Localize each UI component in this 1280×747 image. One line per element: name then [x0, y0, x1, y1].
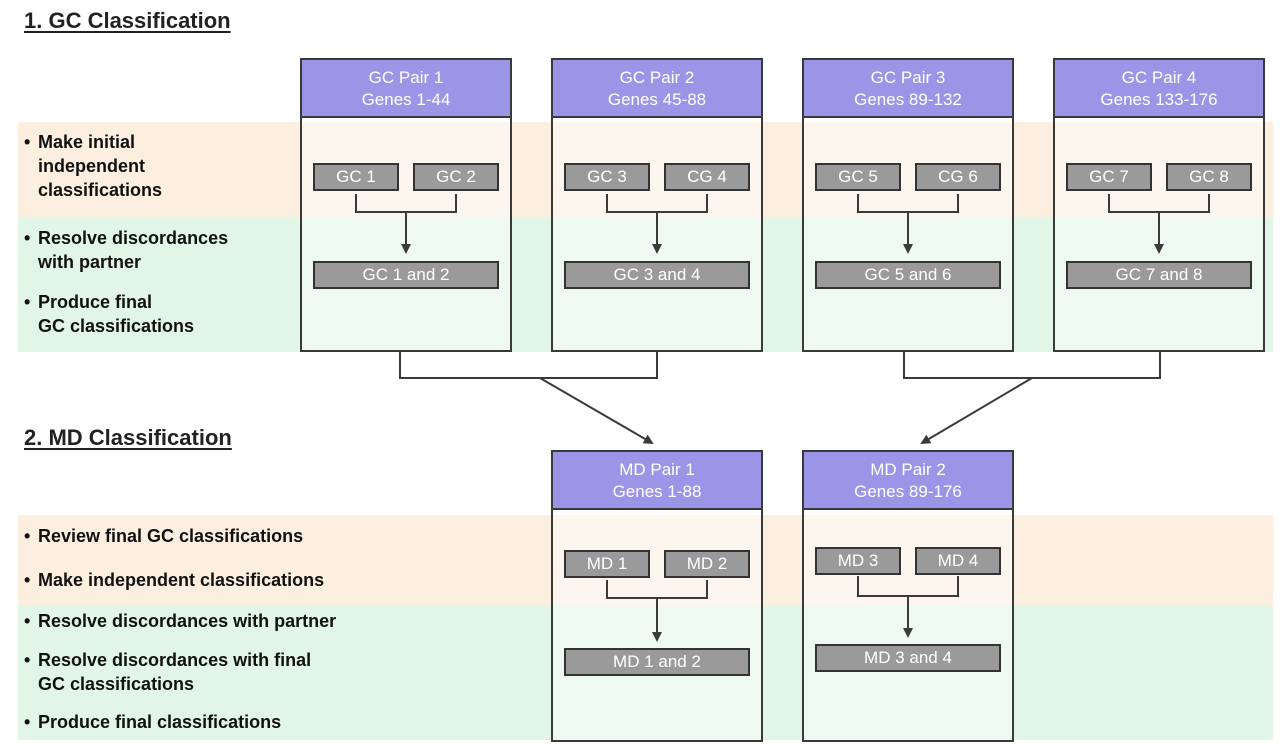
step-line: Resolve discordances [38, 228, 229, 248]
gc-merged-box: GC 1 and 2 [313, 261, 499, 289]
step-line: Produce final classifications [38, 712, 282, 732]
pair-header: GC Pair 1 Genes 1-44 [302, 60, 510, 118]
pair-genes: Genes 1-44 [361, 90, 451, 109]
gc-pair-4-connector [1108, 194, 1210, 252]
stage2-step-resolve-gc: •Resolve discordances with final GC clas… [24, 650, 312, 694]
md-pair-2-connector [857, 576, 959, 636]
to-md-pair-1-arrow [539, 377, 654, 445]
md-member-box: MD 4 [915, 547, 1001, 575]
md-pair-1: MD Pair 1 Genes 1-88 [551, 450, 763, 742]
gc-member-box: GC 5 [815, 163, 901, 191]
step-line: independent [38, 156, 145, 176]
gc-3-4-merge-connector [903, 352, 1161, 379]
pair-header: MD Pair 2 Genes 89-176 [804, 452, 1012, 510]
gc-pair-1-connector [355, 194, 457, 252]
gc-member-box: GC 7 [1066, 163, 1152, 191]
pair-header: GC Pair 3 Genes 89-132 [804, 60, 1012, 118]
stage2-step-review: •Review final GC classifications [24, 526, 304, 546]
gc-pair-2: GC Pair 2 Genes 45-88 [551, 58, 763, 352]
step-line: with partner [38, 252, 142, 272]
step-line: Resolve discordances with partner [38, 611, 337, 631]
pair-title: GC Pair 2 [619, 68, 695, 87]
pair-header: MD Pair 1 Genes 1-88 [553, 452, 761, 510]
md-pair-2: MD Pair 2 Genes 89-176 [802, 450, 1014, 742]
md-member-box: MD 2 [664, 550, 750, 578]
stage1-step-resolve: •Resolve discordances with partner [24, 228, 229, 272]
pair-genes: Genes 89-176 [854, 482, 962, 501]
pair-genes: Genes 1-88 [612, 482, 702, 501]
gc-member-box: GC 2 [413, 163, 499, 191]
stage1-step-initial: •Make initial independent classification… [24, 132, 163, 200]
gc-member-box: GC 3 [564, 163, 650, 191]
md-pair-1-connector [606, 580, 708, 640]
gc-merged-box: GC 3 and 4 [564, 261, 750, 289]
pair-title: GC Pair 3 [870, 68, 946, 87]
step-line: Produce final [38, 292, 153, 312]
pair-title: GC Pair 4 [1121, 68, 1197, 87]
gc-pair-1: GC Pair 1 Genes 1-44 [300, 58, 512, 352]
pair-genes: Genes 89-132 [854, 90, 962, 109]
gc-pair-3: GC Pair 3 Genes 89-132 [802, 58, 1014, 352]
gc-member-box: CG 4 [664, 163, 750, 191]
stage1-title: 1. GC Classification [24, 8, 231, 33]
stage2-title: 2. MD Classification [24, 425, 232, 450]
gc-merged-box: GC 7 and 8 [1066, 261, 1252, 289]
step-line: Resolve discordances with final [38, 650, 312, 670]
step-line: GC classifications [38, 316, 195, 336]
stage1-step-final: •Produce final GC classifications [24, 292, 195, 336]
pair-title: GC Pair 1 [368, 68, 444, 87]
pair-title: MD Pair 1 [619, 460, 695, 479]
pair-genes: Genes 133-176 [1100, 90, 1218, 109]
gc-member-box: GC 1 [313, 163, 399, 191]
step-line: GC classifications [38, 674, 195, 694]
pair-genes: Genes 45-88 [607, 90, 707, 109]
step-line: Make independent classifications [38, 570, 325, 590]
pair-header: GC Pair 4 Genes 133-176 [1055, 60, 1263, 118]
step-line: Review final GC classifications [38, 526, 304, 546]
stage2-step-resolve-partner: •Resolve discordances with partner [24, 611, 337, 631]
md-merged-box: MD 3 and 4 [815, 644, 1001, 672]
md-merged-box: MD 1 and 2 [564, 648, 750, 676]
gc-pair-3-connector [857, 194, 959, 252]
md-member-box: MD 3 [815, 547, 901, 575]
stage2-step-independent: •Make independent classifications [24, 570, 325, 590]
step-line: classifications [38, 180, 163, 200]
pair-header: GC Pair 2 Genes 45-88 [553, 60, 761, 118]
step-line: Make initial [38, 132, 136, 152]
gc-1-2-merge-connector [399, 352, 658, 379]
gc-pair-2-connector [606, 194, 708, 252]
gc-member-box: GC 8 [1166, 163, 1252, 191]
gc-pair-4: GC Pair 4 Genes 133-176 [1053, 58, 1265, 352]
gc-merged-box: GC 5 and 6 [815, 261, 1001, 289]
stage2-step-final: •Produce final classifications [24, 712, 282, 732]
md-member-box: MD 1 [564, 550, 650, 578]
pair-title: MD Pair 2 [870, 460, 946, 479]
gc-member-box: CG 6 [915, 163, 1001, 191]
to-md-pair-2-arrow [920, 377, 1033, 445]
